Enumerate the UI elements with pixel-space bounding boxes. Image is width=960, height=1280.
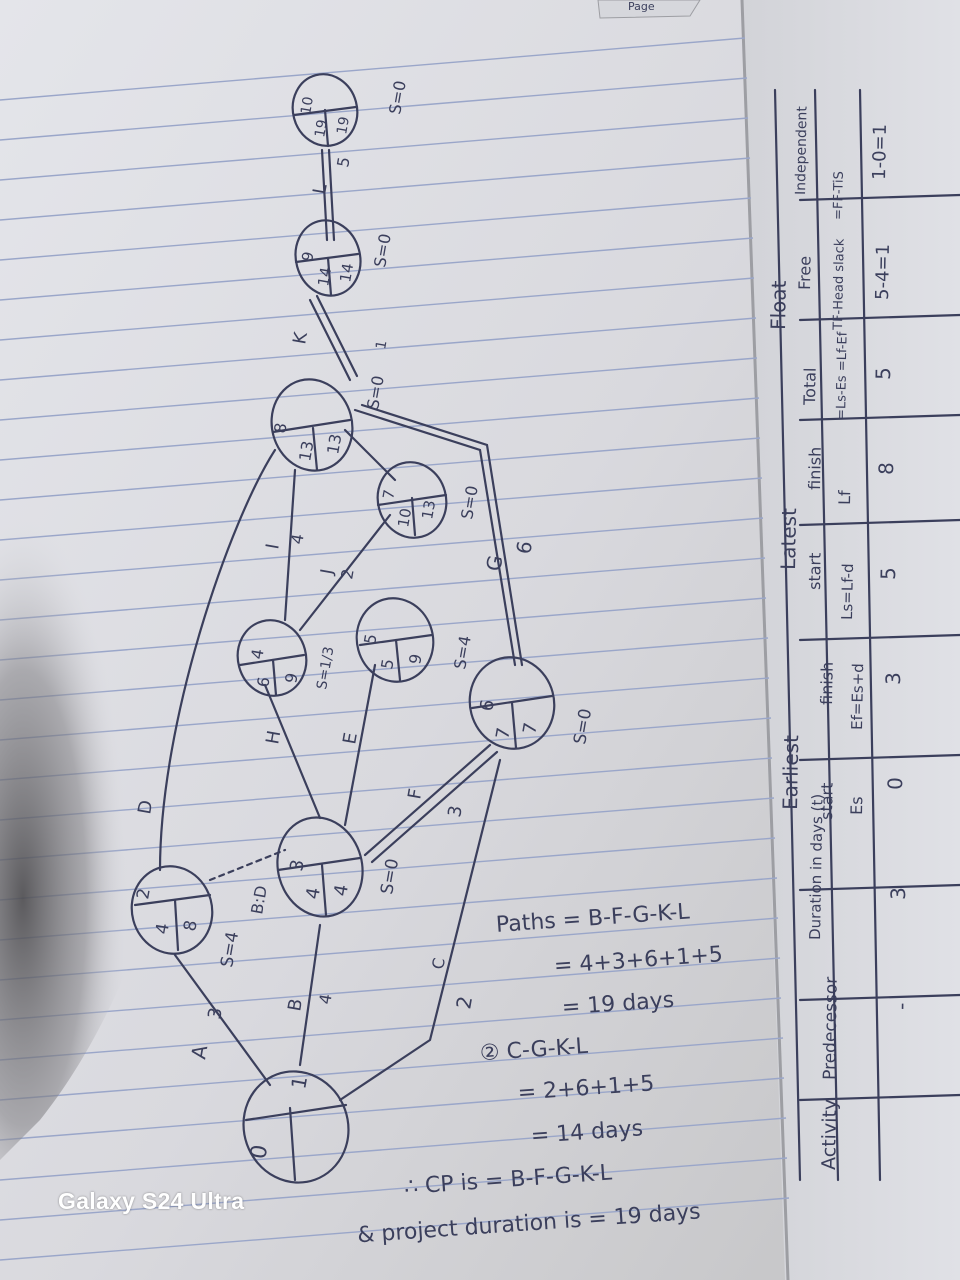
node-3-id: 3 (286, 858, 309, 873)
table-header-latest: Latest (776, 508, 801, 570)
node-8-es: 13 (295, 439, 317, 462)
table-header-predecessor: Predecessor (820, 977, 842, 1081)
sub-independent-float: Independent (793, 106, 811, 196)
activity-table: Activity Predecessor Duration in days (t… (766, 88, 960, 1182)
edge-h-label: H (262, 729, 285, 746)
edge-b-label: B (284, 997, 307, 1013)
edge-i-duration: 4 (287, 532, 307, 545)
sub-free-float: Free (795, 256, 815, 290)
network-edges (158, 148, 524, 1102)
node-6-es: 7 (492, 726, 515, 741)
node-6-lf: 7 (519, 721, 542, 736)
right-page (742, 0, 960, 1280)
row1-es: 0 (883, 777, 907, 790)
edge-c-duration: 2 (451, 994, 477, 1011)
row1-if: 1-0=1 (869, 124, 891, 180)
node-9-lf: 14 (336, 262, 357, 284)
page-label: Page (628, 0, 655, 13)
node-8-lf: 13 (323, 432, 345, 455)
node-5-lf: 9 (405, 652, 425, 665)
formula-tf: =Ls-Es =Lf-Ef (834, 331, 851, 420)
node-9-id: 9 (298, 250, 317, 263)
table-header-earliest: Earliest (778, 735, 803, 810)
node-4-lf: 9 (281, 671, 301, 684)
formula-lf: Lf (835, 490, 854, 505)
edge-d-label: D (134, 799, 157, 816)
row1-ls: 5 (876, 567, 900, 580)
node-8: 8 13 13 S=0 (270, 374, 388, 472)
row1-lf: 8 (874, 462, 898, 475)
camera-watermark: Galaxy S24 Ultra (58, 1188, 245, 1214)
edge-f-duration: 3 (444, 804, 467, 819)
sub-earliest-finish: finish (817, 662, 837, 705)
edge-c-label: C (428, 956, 449, 970)
sub-latest-finish: finish (805, 447, 825, 490)
edge-l-label: L (309, 182, 331, 196)
node-9: 9 14 14 S=0 (294, 219, 395, 297)
row1-predecessor: - (889, 1002, 913, 1010)
node-5-id: 5 (360, 632, 380, 645)
edge-g-duration: 6 (511, 539, 537, 556)
hand-shadow (0, 470, 191, 1160)
formula-ef: Ef=Es+d (848, 663, 867, 730)
row1-duration: 3 (886, 887, 910, 900)
node-3-es: 4 (302, 886, 325, 901)
node-5: 5 5 9 S=4 (355, 597, 475, 683)
formula-ls: Ls=Lf-d (838, 563, 857, 620)
node-8-id: 8 (270, 421, 290, 434)
sub-total-float: Total (800, 367, 820, 406)
row1-tf: 5 (871, 367, 895, 380)
table-header-activity: Activity (818, 1099, 841, 1170)
node-10: 10 19 19 S=0 (291, 73, 410, 148)
node-2-lf: 8 (180, 919, 202, 933)
node-4-slack: S=1/3 (314, 645, 337, 690)
node-4-id: 4 (247, 647, 267, 660)
node-10-lf: 19 (334, 115, 353, 135)
edge-e-label: E (339, 731, 362, 746)
node-2-es: 4 (152, 922, 174, 936)
node-7-es: 10 (394, 507, 415, 529)
row1-ef: 3 (881, 672, 905, 685)
node-5-es: 5 (377, 657, 397, 670)
sub-latest-start: start (805, 552, 825, 590)
edge-j-label: J (317, 567, 338, 576)
node-10-id: 10 (298, 95, 317, 115)
node-1-es: 0 (246, 1143, 273, 1161)
node-2-id: 2 (133, 887, 155, 901)
edge-dummy-label: B:D (247, 884, 271, 916)
edge-j-duration: 2 (337, 567, 357, 580)
node-7-lf: 13 (418, 499, 439, 521)
edge-l-duration: 5 (333, 155, 353, 168)
edge-k-label: K (289, 329, 312, 345)
formula-ff: TF-Head slack (831, 238, 848, 331)
edge-a-label: A (186, 1043, 212, 1061)
node-3-lf: 4 (330, 883, 353, 898)
table-header-duration: Duration in days (t) (806, 794, 827, 940)
node-4-es: 6 (253, 675, 273, 688)
edge-f-label: F (404, 787, 426, 801)
node-1-id: 1 (286, 1074, 312, 1091)
edge-b-duration: 4 (315, 992, 335, 1005)
formula-if: =FF-TiS (831, 171, 847, 220)
node-4: 4 6 9 S=1/3 (236, 619, 337, 697)
row1-ff: 5-4=1 (872, 244, 894, 300)
edge-a-duration: 3 (204, 1006, 227, 1021)
edge-g-label: G (481, 553, 507, 572)
edge-k-duration: 1 (373, 339, 390, 351)
node-1: 1 0 (242, 1070, 350, 1184)
node-9-es: 14 (314, 266, 335, 288)
edge-i-label: I (262, 542, 284, 551)
node-7-id: 7 (379, 488, 398, 501)
node-10-es: 19 (312, 118, 331, 138)
node-6: 6 7 7 S=0 (468, 656, 596, 750)
sub-earliest-start: start (817, 782, 837, 820)
node-6-id: 6 (476, 698, 499, 713)
node-7: 7 10 13 S=0 (376, 461, 482, 539)
table-header-float: Float (766, 280, 791, 330)
formula-es: Es (847, 796, 866, 815)
edge-labels: A 3 B 4 C 2 D B:D E F 3 H I 4 J 2 G 6 K … (134, 155, 537, 1061)
